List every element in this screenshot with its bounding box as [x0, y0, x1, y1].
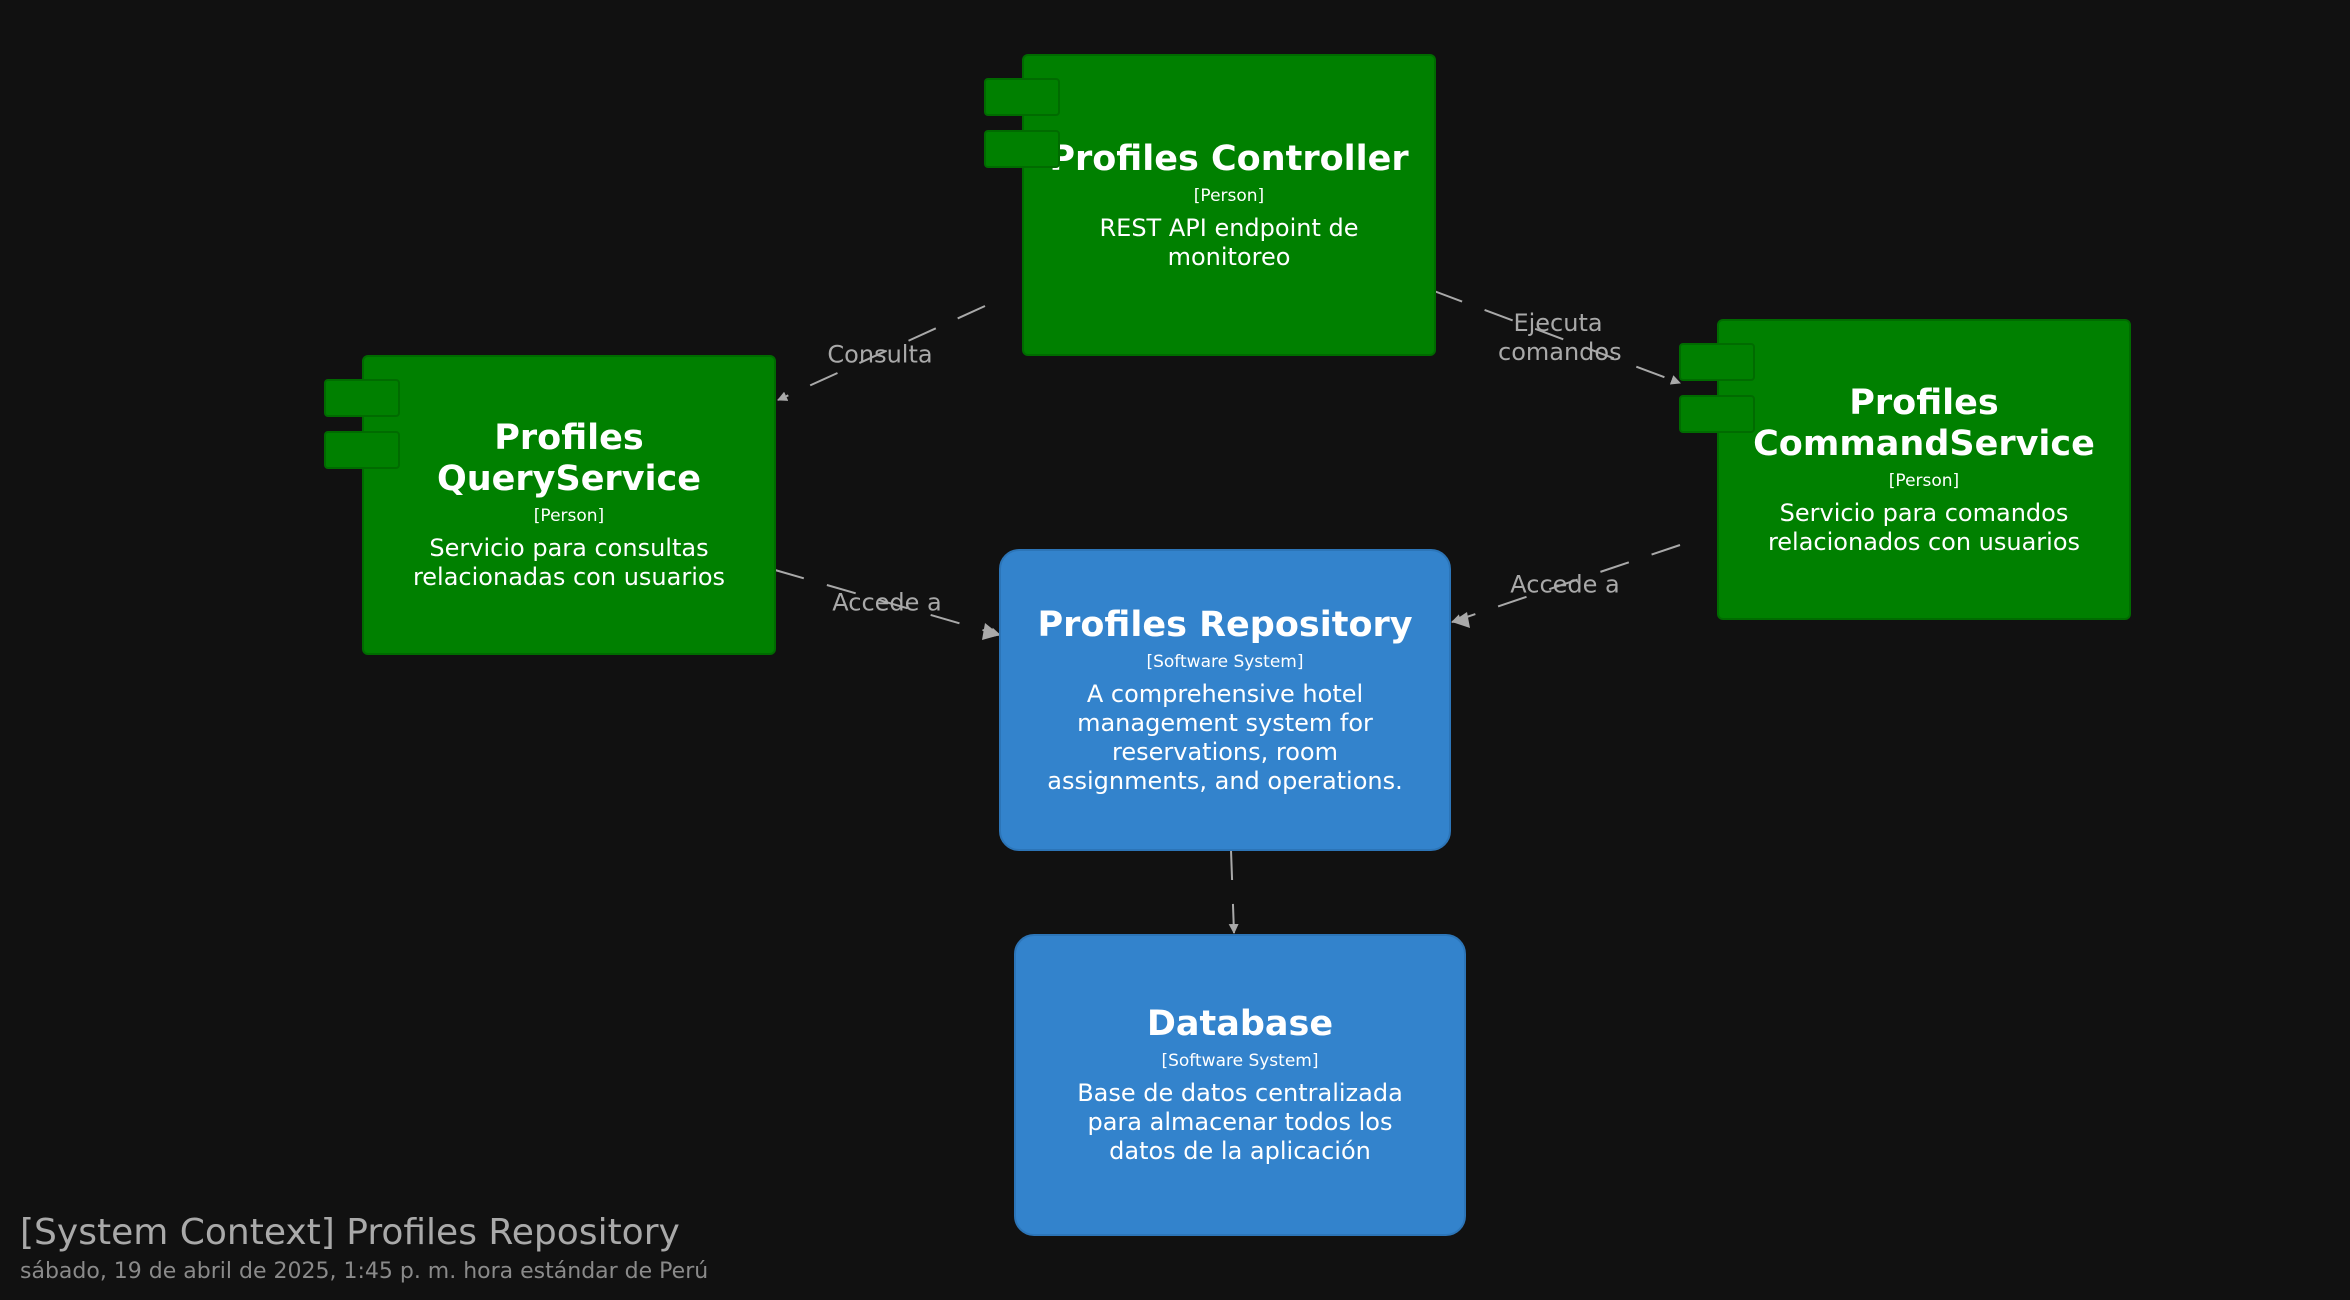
edge-repository-database — [1228, 849, 1239, 934]
component-tab-icon — [1679, 395, 1755, 433]
component-tab-icon — [1679, 343, 1755, 381]
profiles-queryservice-node[interactable]: Profiles QueryService [Person] Servicio … — [324, 355, 776, 655]
node-technology: [Person] — [1888, 470, 1960, 491]
node-title: Profiles Controller — [1049, 138, 1409, 179]
component-tab-icon — [324, 379, 400, 417]
component-tab-icon — [984, 130, 1060, 168]
node-description: REST API endpoint de monitoreo — [1099, 213, 1359, 271]
diagram-title: [System Context] Profiles Repository — [20, 1212, 680, 1253]
database-node[interactable]: Database [Software System] Base de datos… — [1014, 934, 1466, 1236]
edge-label-ejecuta-comandos: Ejecuta comandos — [1498, 309, 1622, 366]
edge-accede-query — [774, 569, 1001, 638]
edge-accede-command — [1451, 544, 1681, 624]
profiles-repository-node[interactable]: Profiles Repository [Software System] A … — [999, 549, 1451, 851]
node-title: Database — [1146, 1004, 1334, 1044]
component-tab-icon — [324, 431, 400, 469]
node-technology: [Software System] — [1161, 1051, 1319, 1071]
node-description: Servicio para consultas relacionadas con… — [412, 534, 726, 591]
edge-label-accede-query: Accede a — [832, 588, 942, 617]
edge-ejecuta-comandos — [1433, 290, 1681, 385]
node-title: Profiles QueryService — [437, 418, 701, 499]
node-description: A comprehensive hotel management system … — [1047, 679, 1403, 795]
node-description: Base de datos centralizada para almacena… — [1077, 1079, 1403, 1165]
node-title: Profiles CommandService — [1753, 382, 2095, 464]
edge-label-accede-command: Accede a — [1510, 570, 1620, 599]
node-technology: [Person] — [533, 506, 605, 526]
diagram-date: sábado, 19 de abril de 2025, 1:45 p. m. … — [20, 1259, 709, 1284]
edge-consulta — [777, 305, 986, 401]
profiles-commandservice-node[interactable]: Profiles CommandService [Person] Servici… — [1679, 319, 2131, 620]
node-description: Servicio para comandos relacionados con … — [1767, 498, 2081, 556]
node-title: Profiles Repository — [1037, 604, 1413, 645]
edge-label-consulta: Consulta — [827, 340, 933, 369]
node-technology: [Software System] — [1146, 651, 1304, 672]
node-technology: [Person] — [1193, 185, 1265, 206]
component-tab-icon — [984, 78, 1060, 116]
profiles-controller-node[interactable]: Profiles Controller [Person] REST API en… — [984, 54, 1436, 356]
